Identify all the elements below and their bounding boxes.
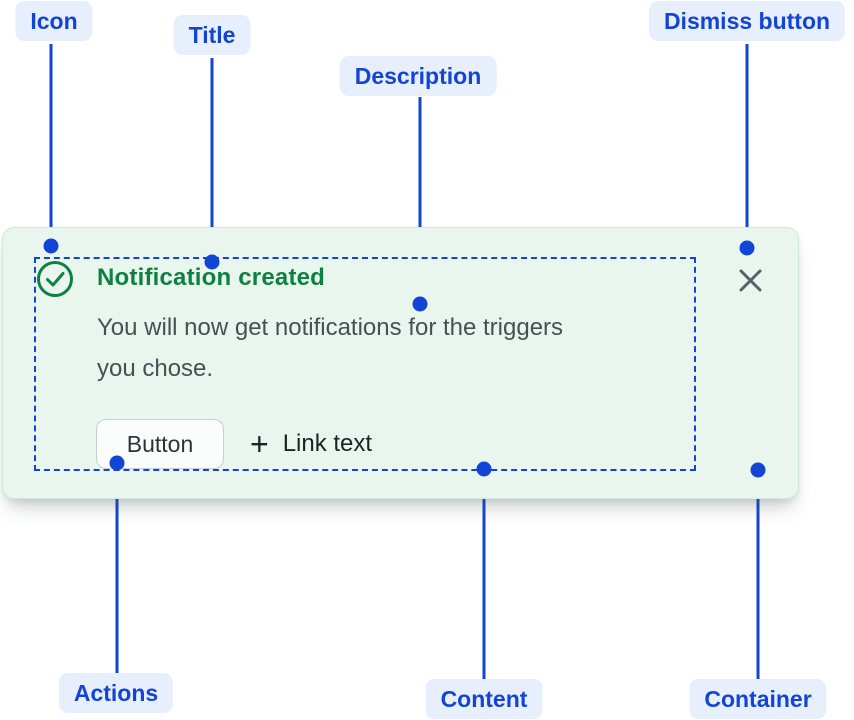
action-link[interactable]: + Link text	[250, 426, 373, 462]
content-area-outline	[34, 257, 696, 471]
success-check-icon	[36, 260, 74, 298]
connector-dot-content	[476, 461, 492, 477]
notification-actions: Button + Link text	[96, 419, 372, 469]
notification-container: Notification created You will now get no…	[2, 227, 799, 499]
connector-dot-title	[204, 254, 220, 270]
annotation-label-actions: Actions	[58, 673, 174, 713]
connector-line-actions	[115, 463, 119, 673]
notification-description: You will now get notifications for the t…	[97, 314, 564, 382]
connector-line-content	[482, 469, 486, 679]
connector-line-dismiss	[745, 44, 749, 248]
annotation-label-dismiss-button: Dismiss button	[648, 1, 846, 41]
close-icon	[737, 267, 764, 294]
annotation-label-description: Description	[339, 56, 497, 96]
annotation-label-container: Container	[689, 679, 827, 719]
connector-dot-actions	[109, 455, 125, 471]
connector-dot-description	[412, 296, 428, 312]
annotation-label-content: Content	[425, 679, 543, 719]
connector-dot-icon	[43, 238, 59, 254]
connector-line-icon	[49, 44, 53, 246]
connector-dot-dismiss	[739, 240, 755, 256]
annotation-label-title: Title	[173, 15, 251, 55]
dismiss-button[interactable]	[735, 265, 765, 295]
connector-dot-container	[750, 462, 766, 478]
connector-line-container	[756, 470, 760, 679]
connector-line-title	[210, 58, 214, 262]
action-link-label: Link text	[282, 430, 373, 457]
plus-icon: +	[250, 426, 269, 462]
annotation-label-icon: Icon	[15, 1, 93, 41]
connector-line-description	[418, 97, 422, 304]
